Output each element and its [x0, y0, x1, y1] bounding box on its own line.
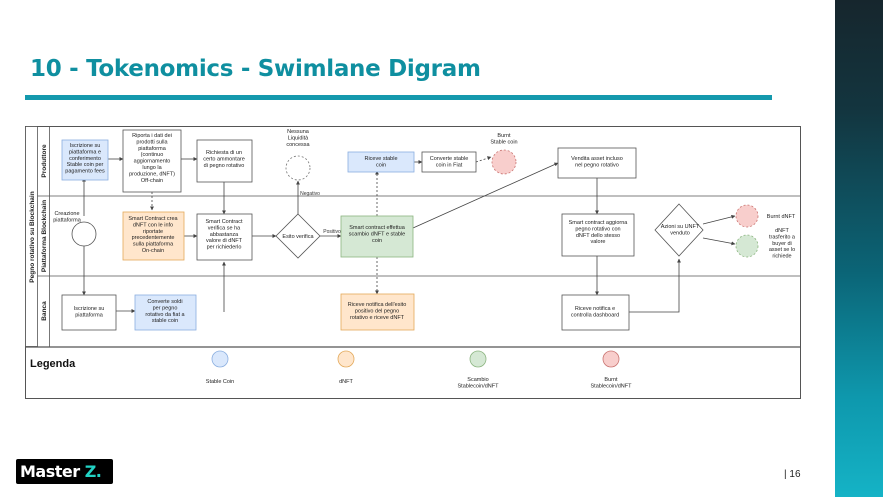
node-esito-verifica-text: Esito verifica	[282, 234, 314, 240]
connectors	[82, 156, 736, 313]
lane-label-banca: Banca	[41, 301, 48, 321]
title-underline	[25, 95, 772, 100]
label-negativo: Negativo	[300, 191, 320, 197]
node-smart-contract-aggiorna	[561, 213, 635, 257]
node-richiesta-ammontare	[196, 139, 253, 183]
node-smart-contract-crea	[122, 211, 185, 261]
node-converte-fiat	[421, 151, 477, 173]
node-riceve-notifica-dashboard	[561, 294, 630, 331]
node-converte-soldi	[134, 294, 197, 331]
masterz-logo: Master Z.	[16, 459, 113, 484]
side-decoration	[835, 0, 883, 497]
label-positivo: Positivo	[323, 229, 341, 235]
node-riceve-notifica-esito	[340, 293, 415, 331]
node-smart-contract-effettua	[340, 215, 414, 258]
page-number: | 16	[784, 469, 801, 480]
legend-swatch-burnt	[602, 350, 620, 368]
node-burnt-dnft-text: Burnt dNFT	[767, 214, 796, 220]
swimlane-diagram: Pegno rotativo su Blockchain Produttore …	[25, 126, 801, 399]
node-riceve-stable	[347, 151, 415, 173]
node-iscrizione-banca	[61, 294, 117, 331]
node-creazione-piattaforma	[71, 221, 97, 247]
lane-label-piattaforma: Piattaforma Blockchain	[41, 200, 48, 272]
slide-title: 10 - Tokenomics - Swimlane Digram	[30, 56, 481, 82]
node-nessuna-liquidita	[285, 155, 311, 181]
legend-label-dnft: dNFT	[339, 379, 353, 385]
legend-swatch-stable-coin	[211, 350, 229, 368]
legend-swatch-scambio	[469, 350, 487, 368]
legend-title: Legenda	[30, 358, 76, 370]
legend-label-stable-coin: Stable Coin	[206, 379, 234, 385]
node-smart-contract-verifica	[196, 213, 253, 261]
node-azioni-unft	[654, 203, 704, 257]
node-dnft-trasferito	[735, 234, 759, 258]
lane-label-produttore: Produttore	[41, 144, 48, 178]
node-burnt-stable	[491, 149, 517, 175]
legend-swatch-dnft	[337, 350, 355, 368]
node-burnt-dnft	[735, 204, 759, 228]
logo-accent-text: Z.	[84, 462, 102, 481]
node-riporta-dati	[122, 129, 182, 193]
pool-label: Pegno rotativo su Blockchain	[29, 191, 36, 282]
node-iscrizione-conferimento	[61, 139, 109, 181]
node-esito-verifica	[275, 213, 321, 259]
logo-main-text: Master	[20, 462, 85, 481]
node-vendita-asset	[557, 147, 637, 179]
